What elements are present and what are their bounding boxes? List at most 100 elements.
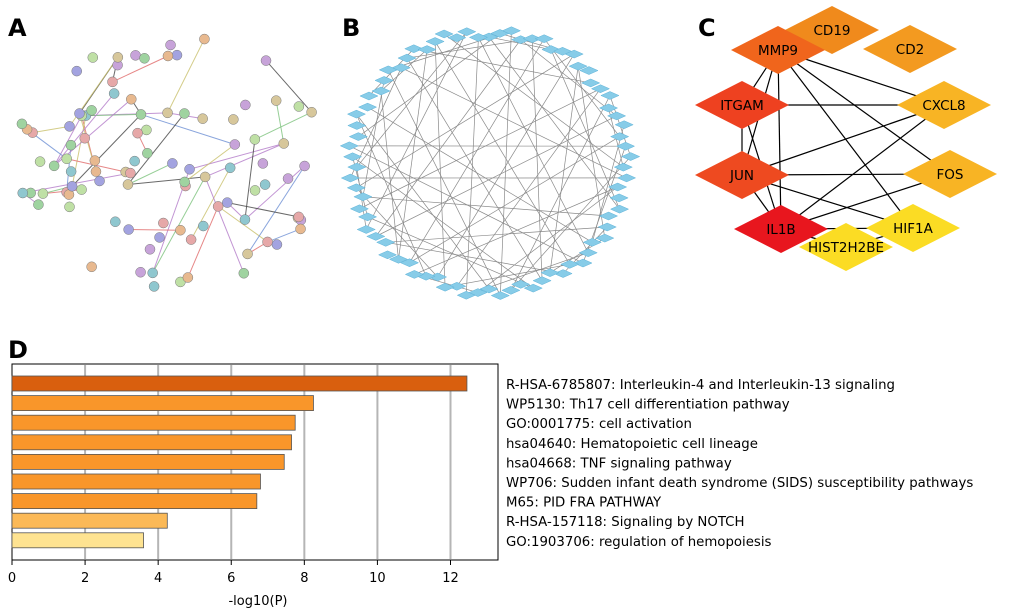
network-node bbox=[417, 45, 437, 54]
network-edge bbox=[465, 37, 479, 296]
gene-node-label: FOS bbox=[937, 167, 964, 183]
bar bbox=[11, 375, 468, 392]
diamond-node-shape bbox=[866, 204, 960, 252]
protein-node bbox=[240, 99, 251, 111]
circular-network-graph bbox=[339, 26, 641, 300]
network-node bbox=[490, 291, 510, 300]
network-node bbox=[564, 49, 584, 59]
term-label: R-HSA-6785807: Interleukin-4 and Interle… bbox=[506, 378, 895, 393]
network-edge bbox=[443, 33, 624, 168]
bars bbox=[11, 375, 468, 549]
network-edge bbox=[71, 114, 142, 187]
panel-label-d: D bbox=[8, 336, 28, 364]
protein-node bbox=[162, 50, 174, 62]
protein-node bbox=[295, 223, 306, 235]
gene-node-label: IL1B bbox=[766, 222, 795, 238]
network-node bbox=[434, 29, 454, 39]
network-node bbox=[560, 260, 580, 269]
network-node bbox=[356, 225, 376, 234]
protein-node bbox=[293, 211, 304, 223]
protein-node bbox=[262, 236, 273, 248]
network-edge bbox=[267, 228, 301, 243]
network-edge bbox=[244, 139, 256, 220]
protein-node bbox=[224, 162, 236, 174]
protein-node bbox=[144, 244, 156, 255]
protein-node bbox=[108, 88, 120, 99]
x-tick-label: 8 bbox=[300, 571, 308, 586]
gene-node: FOS bbox=[903, 150, 997, 198]
network-edge bbox=[385, 226, 608, 243]
network-edge bbox=[187, 206, 219, 278]
network-node bbox=[534, 34, 554, 43]
protein-node bbox=[257, 158, 269, 169]
protein-node bbox=[61, 153, 72, 165]
network-node bbox=[582, 238, 602, 247]
network-node bbox=[357, 212, 378, 222]
protein-node bbox=[182, 272, 194, 283]
x-tick-label: 12 bbox=[442, 571, 459, 586]
protein-node bbox=[130, 50, 141, 61]
bar bbox=[11, 532, 144, 549]
protein-node bbox=[132, 127, 143, 139]
network-node bbox=[609, 204, 630, 214]
network-node bbox=[347, 121, 367, 130]
x-tick-label: 10 bbox=[369, 571, 386, 586]
x-tick-label: 2 bbox=[81, 571, 89, 586]
diamond-node-shape bbox=[695, 151, 789, 199]
protein-node bbox=[179, 108, 190, 119]
network-edge bbox=[543, 38, 620, 137]
network-node bbox=[553, 269, 573, 278]
network-node bbox=[397, 53, 417, 63]
protein-node bbox=[175, 224, 186, 236]
protein-node bbox=[94, 175, 105, 187]
network-node bbox=[348, 132, 368, 141]
gene-node-label: CD19 bbox=[814, 23, 851, 39]
bar bbox=[11, 493, 258, 510]
network-edge bbox=[401, 67, 627, 179]
protein-node bbox=[79, 132, 91, 144]
x-tick-label: 4 bbox=[154, 571, 162, 586]
x-tick-label: 0 bbox=[8, 571, 16, 586]
gene-node: HIST2H2BE bbox=[799, 223, 893, 271]
term-label: GO:0001775: cell activation bbox=[506, 417, 692, 432]
term-label: GO:1903706: regulation of hemopoiesis bbox=[506, 535, 772, 550]
network-node bbox=[374, 76, 394, 85]
term-label: R-HSA-157118: Signaling by NOTCH bbox=[506, 515, 744, 530]
network-edge bbox=[127, 113, 185, 185]
string-network-nodes bbox=[16, 33, 317, 292]
gene-node: HIF1A bbox=[866, 204, 960, 252]
network-edge bbox=[365, 31, 468, 230]
protein-node bbox=[139, 53, 150, 64]
network-edge bbox=[477, 186, 618, 293]
network-edge bbox=[359, 88, 601, 210]
network-node bbox=[371, 86, 391, 96]
protein-node bbox=[86, 261, 97, 273]
protein-node bbox=[238, 267, 250, 279]
network-edge bbox=[434, 41, 571, 265]
protein-node bbox=[260, 55, 272, 66]
protein-node bbox=[71, 65, 82, 77]
network-edge bbox=[406, 38, 533, 59]
network-node bbox=[501, 26, 522, 35]
network-edge bbox=[227, 202, 299, 218]
network-node bbox=[598, 103, 619, 113]
network-node bbox=[391, 63, 411, 72]
network-edge bbox=[362, 80, 385, 197]
network-edge bbox=[127, 162, 173, 185]
network-node bbox=[447, 282, 467, 291]
network-node bbox=[376, 238, 396, 247]
network-edge bbox=[190, 167, 231, 240]
network-edge bbox=[32, 125, 70, 134]
network-node bbox=[613, 162, 633, 172]
protein-node bbox=[239, 214, 251, 225]
protein-node bbox=[64, 201, 75, 213]
protein-node bbox=[125, 167, 136, 179]
network-edge bbox=[741, 104, 945, 176]
protein-node bbox=[179, 176, 190, 188]
protein-node bbox=[76, 184, 87, 195]
network-edge bbox=[406, 57, 543, 281]
protein-node bbox=[107, 76, 118, 88]
protein-node bbox=[89, 155, 101, 166]
